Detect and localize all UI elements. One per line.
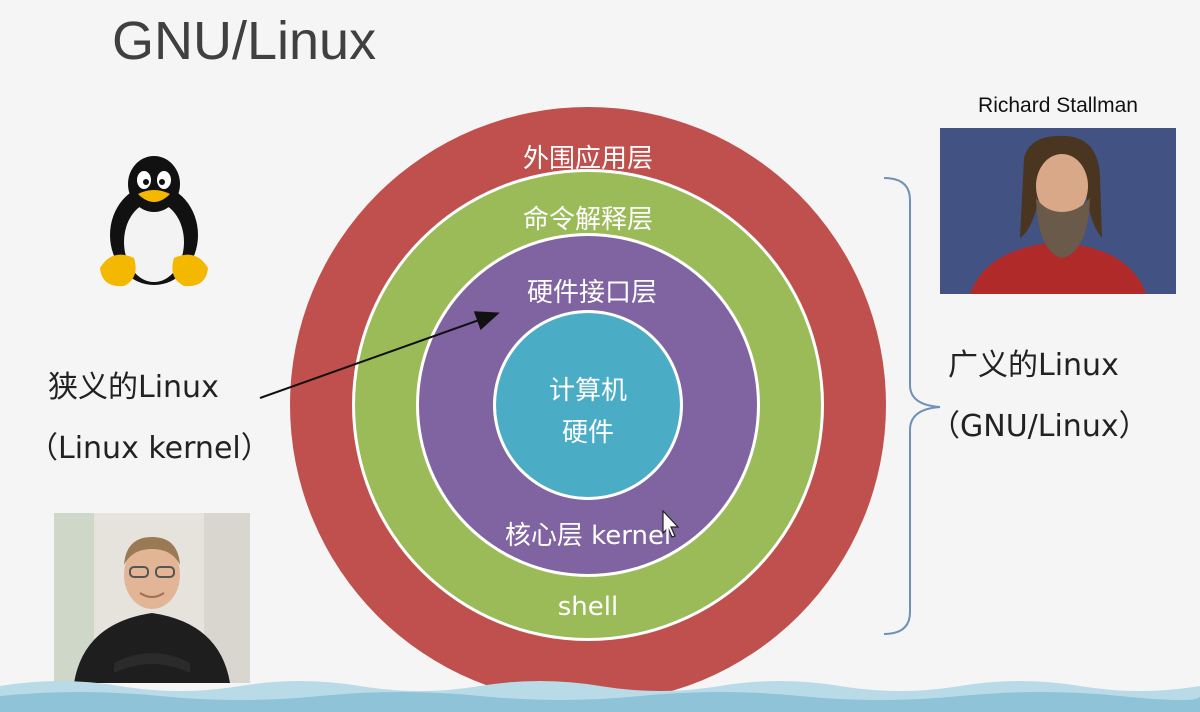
hardware-interface-label: 硬件接口层 bbox=[526, 278, 658, 308]
slide-title: GNU/Linux bbox=[112, 11, 377, 71]
hardware-core bbox=[496, 313, 680, 497]
shell-label: shell bbox=[557, 592, 619, 622]
stallman-caption: Richard Stallman bbox=[978, 94, 1138, 117]
kernel-pointer-arrow bbox=[259, 311, 500, 399]
hardware-core-label: 计算机 硬件 bbox=[549, 370, 627, 454]
narrow-linux-label: 狭义的Linux bbox=[48, 370, 219, 405]
tux-penguin-icon bbox=[100, 156, 208, 287]
kernel-layer-label: 核心层 kernel bbox=[504, 521, 672, 551]
hardware-core-line2: 硬件 bbox=[561, 418, 615, 448]
richard-stallman-photo bbox=[940, 128, 1176, 294]
narrow-linux-sublabel: （Linux kernel） bbox=[28, 431, 271, 466]
shell-layer-label: 命令解释层 bbox=[522, 205, 654, 235]
linus-torvalds-photo bbox=[54, 513, 250, 683]
outer-layer-label: 外围应用层 bbox=[522, 144, 654, 174]
broad-linux-brace bbox=[883, 177, 941, 635]
mouse-cursor-icon bbox=[662, 509, 680, 538]
broad-linux-sublabel: （GNU/Linux） bbox=[930, 409, 1149, 444]
hardware-core-line1: 计算机 bbox=[548, 376, 628, 406]
broad-linux-label: 广义的Linux bbox=[948, 348, 1119, 383]
bottom-decoration bbox=[0, 681, 1200, 712]
